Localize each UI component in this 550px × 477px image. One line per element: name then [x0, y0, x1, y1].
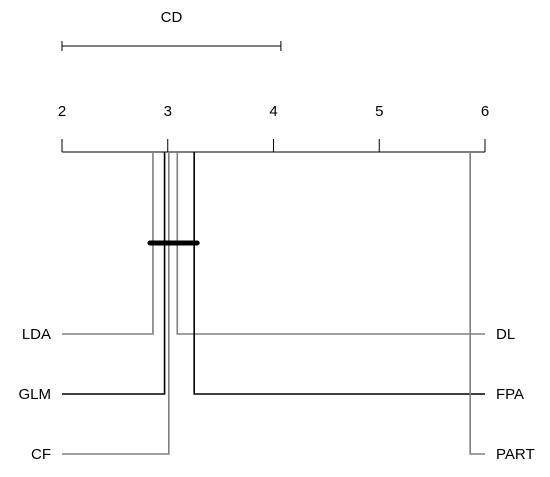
method-labels: LDA GLM CF DL FPA PART — [18, 326, 534, 463]
method-line-part — [469, 152, 485, 455]
method-label-dl: DL — [496, 326, 515, 343]
axis-tick-label: 2 — [58, 103, 66, 120]
method-line-glm — [62, 152, 166, 395]
method-label-fpa: FPA — [496, 386, 524, 403]
method-label-glm: GLM — [18, 386, 51, 403]
method-label-cf: CF — [31, 446, 51, 463]
axis-tick-label: 3 — [164, 103, 172, 120]
rank-axis: 2 3 4 5 6 — [58, 103, 489, 153]
cd-label: CD — [161, 9, 183, 26]
method-line-dl — [176, 152, 485, 335]
method-line-fpa — [193, 152, 485, 395]
cd-bar: CD — [61, 9, 282, 51]
method-label-part: PART — [496, 446, 535, 463]
axis-tick-label: 6 — [481, 103, 489, 120]
axis-tick-label: 5 — [375, 103, 383, 120]
method-line-lda — [62, 152, 154, 335]
axis-tick-label: 4 — [269, 103, 277, 120]
method-line-cf — [62, 152, 170, 455]
method-lines — [62, 152, 485, 455]
method-label-lda: LDA — [22, 326, 51, 343]
